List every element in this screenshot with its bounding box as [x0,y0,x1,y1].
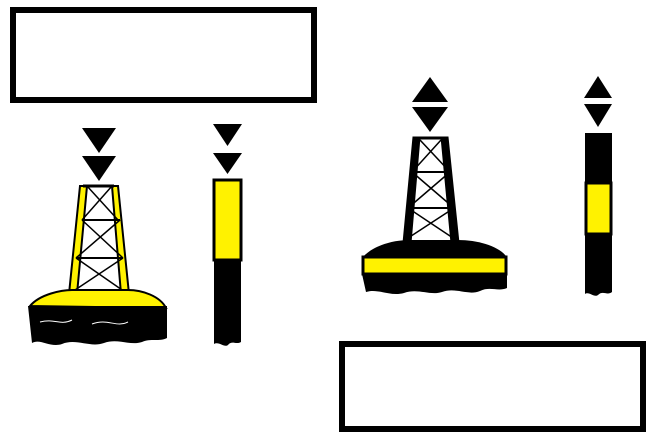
topmark-cones-base-to-base-small-icon [584,76,612,127]
lattice-tower [67,184,131,295]
topmark-cones-down-icon [82,128,116,181]
label-box-bottom [339,341,646,432]
left-buoy-hull-yellow [27,289,168,310]
topmark-cones-down-small-icon [213,124,242,174]
label-box-top [10,7,317,103]
right-buoy-hull-yellow-band [361,255,508,276]
topmark-cones-base-to-base-icon [412,77,448,132]
left-pillar-buoy [27,128,168,345]
left-spar-buoy [212,124,243,346]
right-buoy-hull-black-bottom [362,274,507,295]
left-buoy-hull-black [28,306,167,345]
right-spar-buoy [584,76,613,296]
lattice-tower-right [402,136,460,244]
right-buoy-hull-black-top [362,240,506,258]
right-pillar-buoy [361,77,508,295]
